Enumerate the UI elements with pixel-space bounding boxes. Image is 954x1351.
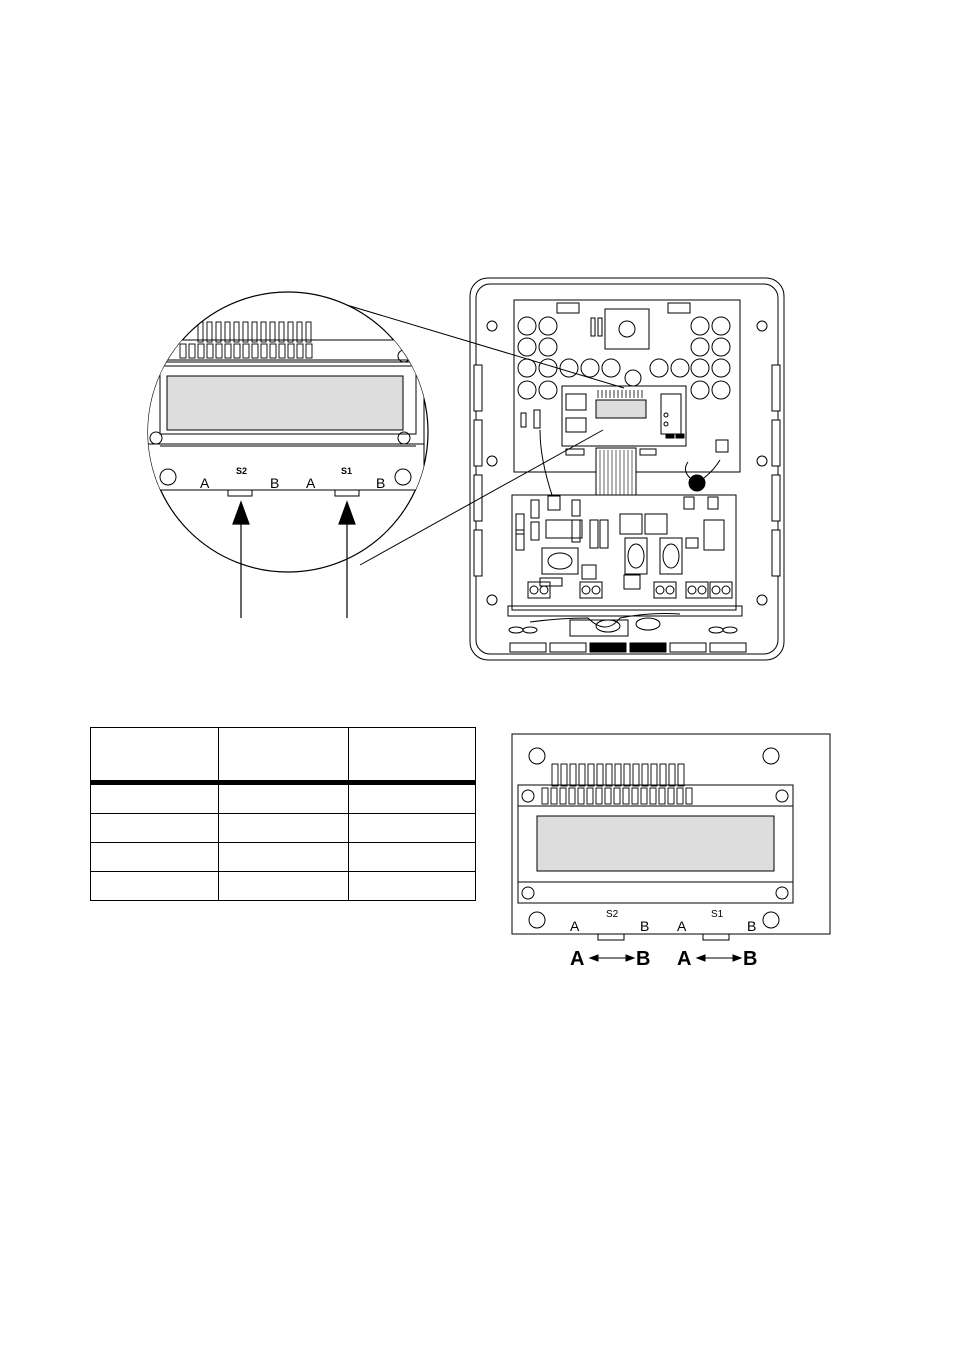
detail-pos-b2: B: [747, 918, 756, 934]
table-row: [90, 813, 476, 843]
table-header-row: [90, 727, 476, 783]
zoom-pos-b1: B: [270, 475, 279, 491]
zoom-pos-b2: B: [376, 475, 385, 491]
table-cell: [90, 813, 219, 843]
zoom-callout-lines: [319, 296, 625, 566]
table-header-cell: [218, 727, 349, 783]
table-cell: [218, 842, 349, 872]
table-cell: [218, 782, 349, 814]
zoom-pos-a1: A: [200, 475, 210, 491]
table-row: [90, 842, 476, 872]
table-cell: [348, 782, 476, 814]
table-header-cell: [348, 727, 476, 783]
direction-label-a2: A: [677, 948, 691, 970]
direction-arrows: [588, 954, 743, 962]
table-cell: [218, 871, 349, 901]
table-cell: [348, 813, 476, 843]
lower-circuit-board: [507, 494, 743, 637]
detail-pos-b1: B: [640, 918, 649, 934]
detail-pos-a1: A: [570, 918, 580, 934]
table-row: [90, 782, 476, 814]
zoom-magnifier: S2 S1 A B A B: [147, 291, 429, 573]
upper-circuit-board: [513, 299, 741, 499]
display-detail: [511, 733, 831, 941]
zoom-switch-s2-label: S2: [236, 466, 247, 476]
table-cell: [90, 842, 219, 872]
table-cell: [348, 842, 476, 872]
direction-label-b1: B: [636, 948, 650, 970]
table-cell: [348, 871, 476, 901]
detail-pos-a2: A: [677, 918, 687, 934]
detail-switch-s2-label: S2: [606, 909, 619, 920]
switch-pointer-arrows: [232, 500, 356, 618]
direction-label-b2: B: [743, 948, 757, 970]
table-cell: [90, 782, 219, 814]
zoom-switch-s1-label: S1: [341, 466, 352, 476]
table-header-cell: [90, 727, 219, 783]
table-cell: [218, 813, 349, 843]
direction-label-a1: A: [570, 948, 584, 970]
zoom-pos-a2: A: [306, 475, 316, 491]
detail-switch-s1-label: S1: [711, 909, 724, 920]
table-cell: [90, 871, 219, 901]
table-row: [90, 871, 476, 901]
switch-settings-table: [90, 727, 476, 901]
